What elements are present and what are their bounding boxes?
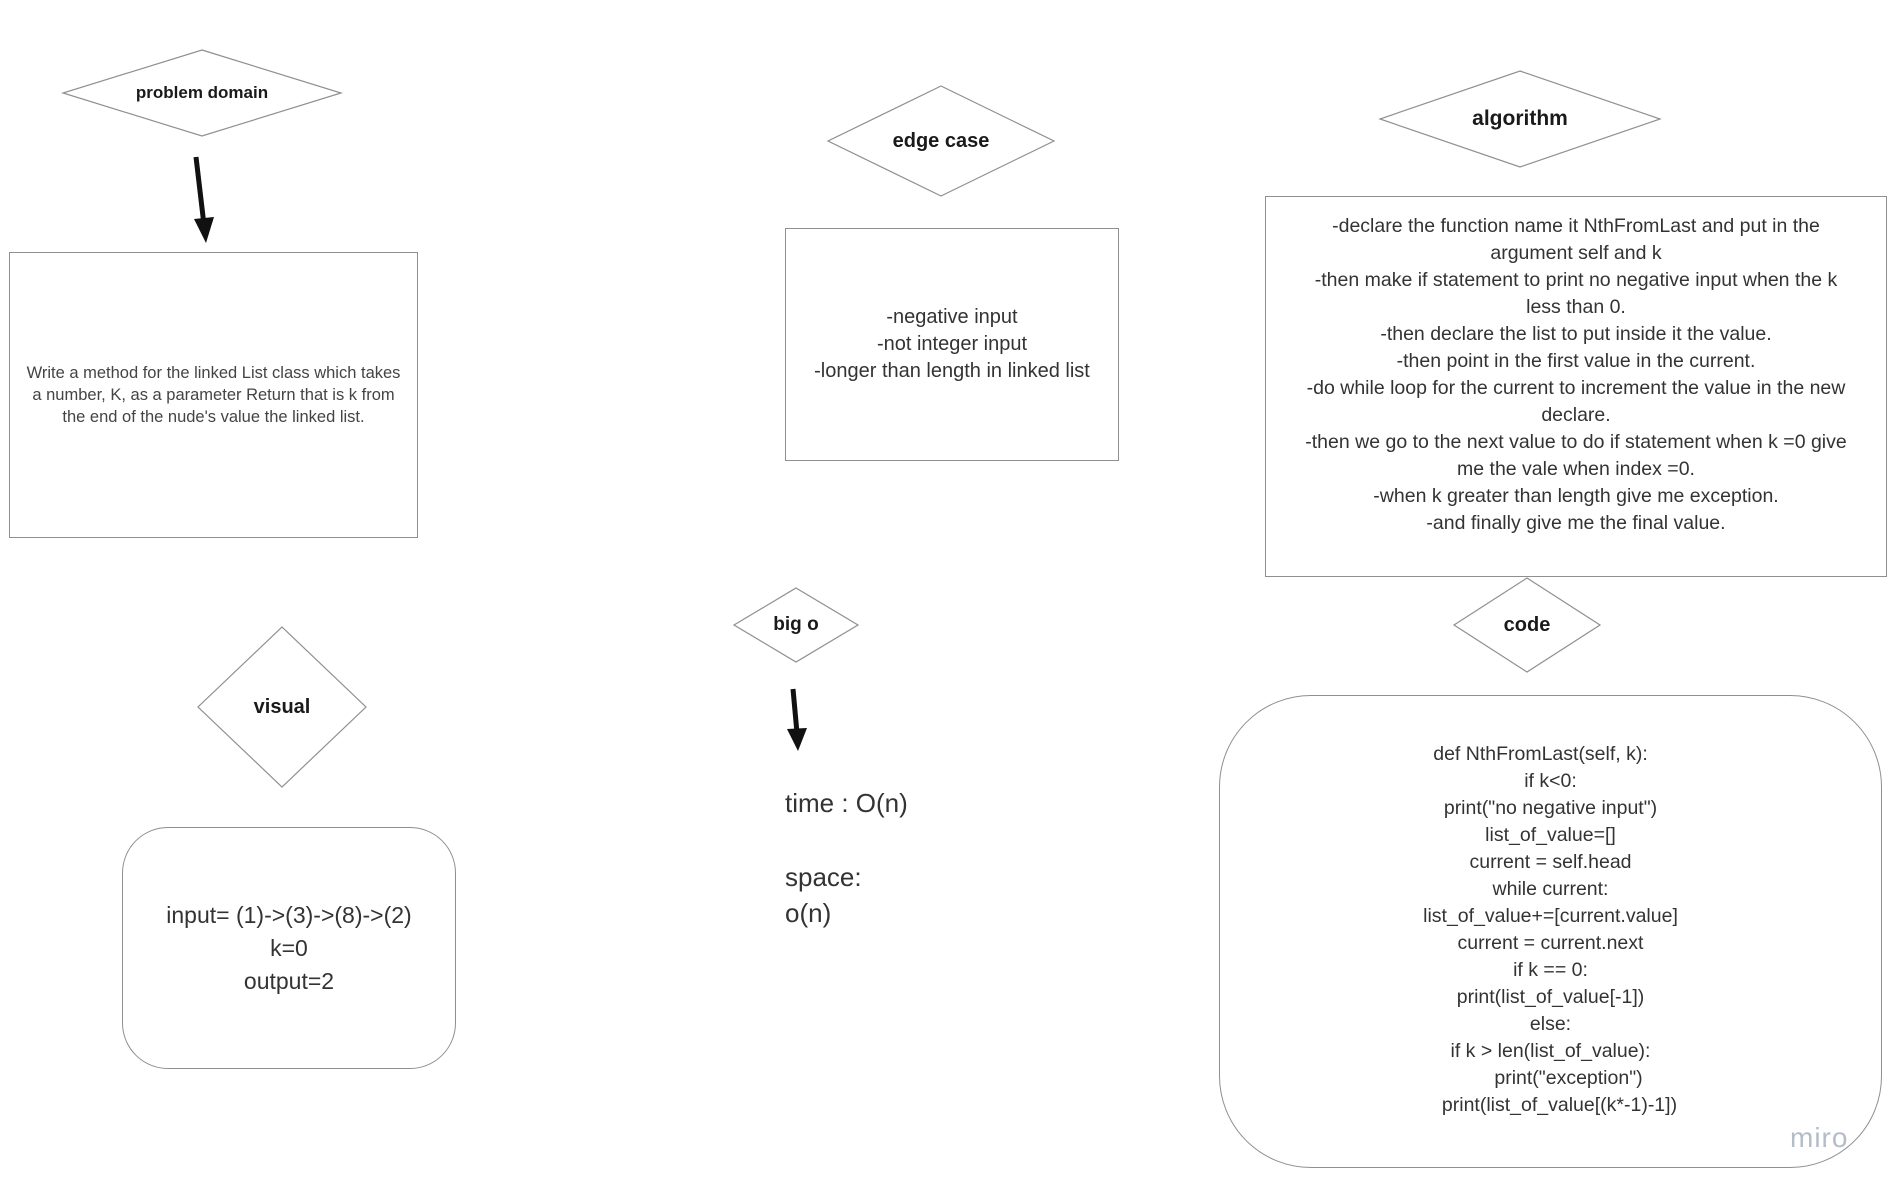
- visual-diamond: [197, 626, 367, 788]
- algorithm-line: -do while loop for the current to increm…: [1306, 377, 1846, 399]
- visual-line: k=0: [270, 934, 308, 961]
- algorithm-diamond: [1378, 70, 1662, 168]
- visual-box: input= (1)->(3)->(8)->(2) k=0 output=2: [122, 827, 456, 1069]
- visual-label: visual: [253, 695, 311, 718]
- code-line: print(list_of_value[(k*-1)-1]): [1441, 1094, 1678, 1116]
- big-o-space-value: o(n): [785, 898, 832, 928]
- problem-domain-box: Write a method for the linked List class…: [9, 252, 418, 538]
- algorithm-line: -and finally give me the final value.: [1426, 512, 1726, 534]
- code-line: current = current.next: [1457, 932, 1644, 954]
- problem-domain-diamond: [60, 49, 344, 137]
- code-line: if k == 0:: [1513, 959, 1588, 981]
- algorithm-line: -declare the function name it NthFromLas…: [1332, 215, 1820, 237]
- code-line: print(list_of_value[-1]): [1456, 986, 1645, 1008]
- big-o-diamond: [732, 587, 860, 663]
- code-line: else:: [1529, 1013, 1572, 1035]
- arrow-down-icon: [193, 156, 214, 243]
- code-line: list_of_value=[]: [1485, 824, 1616, 846]
- algorithm-line: -then declare the list to put inside it …: [1380, 323, 1772, 345]
- edge-case-box: -negative input -not integer input -long…: [785, 228, 1119, 461]
- code-line: list_of_value+=[current.value]: [1423, 905, 1678, 927]
- edge-case-line: -negative input: [886, 306, 1018, 328]
- algorithm-line: less than 0.: [1526, 296, 1626, 318]
- algorithm-line: me the vale when index =0.: [1457, 458, 1695, 480]
- code-line: if k<0:: [1524, 770, 1577, 792]
- algorithm-box: -declare the function name it NthFromLas…: [1265, 196, 1887, 577]
- edge-case-line: -longer than length in linked list: [814, 360, 1090, 382]
- algorithm-line: -then make if statement to print no nega…: [1314, 269, 1838, 291]
- edge-case-diamond: [826, 85, 1056, 197]
- code-line: print("no negative input"): [1443, 797, 1658, 819]
- code-box: def NthFromLast(self, k): if k<0: print(…: [1219, 695, 1882, 1168]
- code-line: while current:: [1492, 878, 1609, 900]
- problem-domain-text: Write a method for the linked List class…: [26, 364, 401, 426]
- big-o-space-label: space:: [785, 862, 862, 892]
- algorithm-line: -then we go to the next value to do if s…: [1305, 431, 1847, 453]
- code-line: print("exception"): [1494, 1067, 1643, 1089]
- algorithm-line: -then point in the first value in the cu…: [1396, 350, 1756, 372]
- miro-watermark: miro: [1790, 1122, 1849, 1153]
- algorithm-line: argument self and k: [1490, 242, 1662, 264]
- code-line: def NthFromLast(self, k):: [1433, 743, 1648, 765]
- edge-case-line: -not integer input: [876, 333, 1028, 355]
- visual-line: output=2: [243, 967, 335, 994]
- algorithm-label: algorithm: [1472, 107, 1568, 130]
- big-o-time: time : O(n): [785, 788, 908, 818]
- code-label: code: [1503, 613, 1551, 636]
- algorithm-line: declare.: [1541, 404, 1611, 426]
- problem-domain-label: problem domain: [135, 83, 269, 102]
- big-o-label: big o: [773, 614, 819, 635]
- edge-case-label: edge case: [892, 129, 990, 152]
- visual-line: input= (1)->(3)->(8)->(2): [166, 901, 412, 928]
- code-line: if k > len(list_of_value):: [1450, 1040, 1651, 1062]
- arrow-down-icon: [787, 688, 807, 751]
- algorithm-line: -when k greater than length give me exce…: [1373, 485, 1779, 507]
- code-diamond: [1452, 577, 1602, 673]
- code-line: current = self.head: [1469, 851, 1632, 873]
